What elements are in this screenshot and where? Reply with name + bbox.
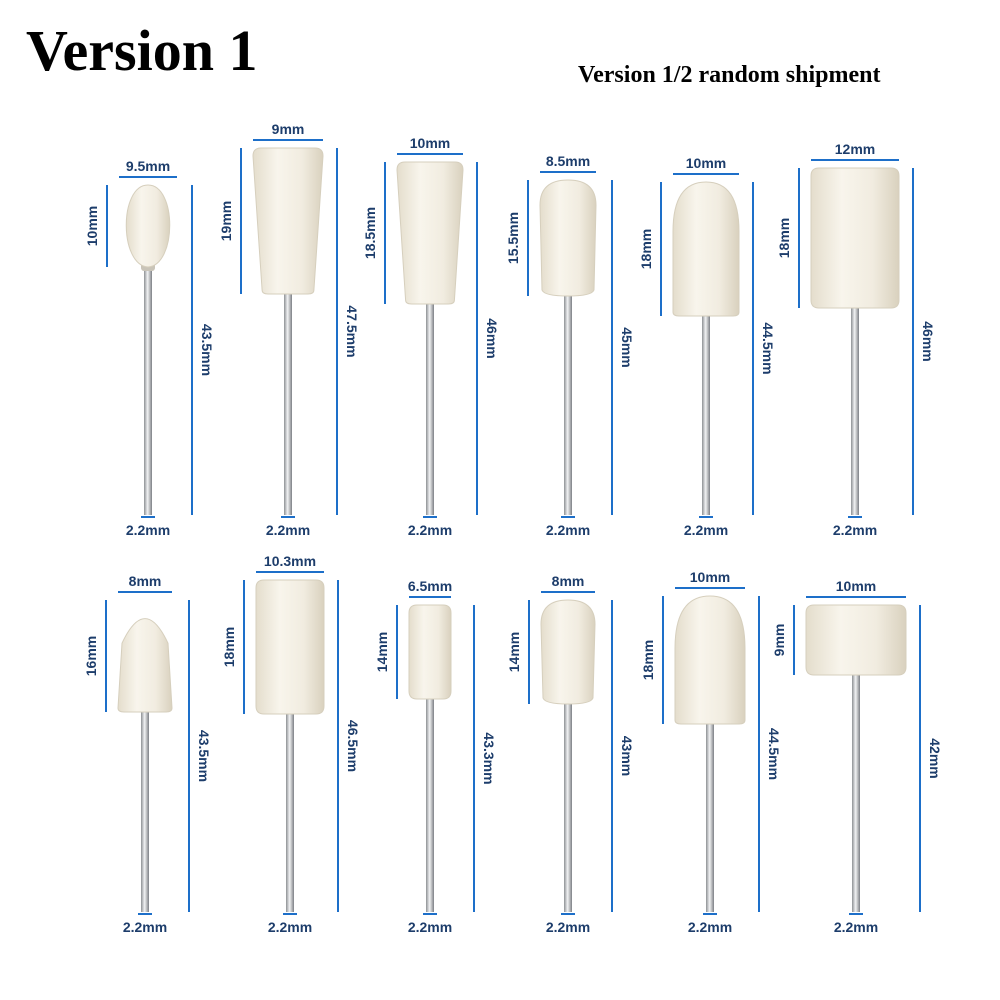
width-label: 9.5mm xyxy=(126,158,170,174)
width-label: 12mm xyxy=(835,141,875,157)
polishing-bit: 8mm 14mm 43mm 2.2mm xyxy=(506,573,635,935)
polishing-bit: 9.5mm 10mm 43.5mm 2.2mm xyxy=(84,158,215,538)
total-length-label: 43.5mm xyxy=(196,730,212,782)
head-height-label: 15.5mm xyxy=(505,212,521,264)
felt-head xyxy=(117,618,173,713)
felt-head xyxy=(252,147,324,295)
total-length-label: 46.5mm xyxy=(345,720,361,772)
shank-diameter-label: 2.2mm xyxy=(123,919,167,935)
polishing-bit: 10mm 9mm 42mm 2.2mm xyxy=(771,578,943,935)
shank-diameter-label: 2.2mm xyxy=(408,919,452,935)
felt-head xyxy=(539,179,597,297)
width-label: 10mm xyxy=(410,135,450,151)
total-length-label: 46mm xyxy=(920,321,936,361)
shank-diameter-label: 2.2mm xyxy=(266,522,310,538)
felt-head xyxy=(255,579,325,715)
felt-head xyxy=(672,181,740,317)
head-height-label: 18mm xyxy=(638,229,654,269)
felt-head xyxy=(396,161,464,305)
shank xyxy=(144,265,152,515)
polishing-bit: 8mm 16mm 43.5mm 2.2mm xyxy=(83,573,212,935)
width-label: 8.5mm xyxy=(546,153,590,169)
total-length-label: 44.5mm xyxy=(760,322,776,374)
total-length-label: 43mm xyxy=(619,736,635,776)
shank xyxy=(564,702,572,912)
shank-diameter-label: 2.2mm xyxy=(546,919,590,935)
width-label: 8mm xyxy=(129,573,162,589)
shank xyxy=(851,306,859,515)
shank-diameter-label: 2.2mm xyxy=(126,522,170,538)
head-height-label: 18mm xyxy=(221,627,237,667)
head-height-label: 14mm xyxy=(506,632,522,672)
head-height-label: 18.5mm xyxy=(362,207,378,259)
width-label: 10mm xyxy=(690,569,730,585)
shank xyxy=(702,314,710,515)
head-height-label: 14mm xyxy=(374,632,390,672)
total-length-label: 42mm xyxy=(927,738,943,778)
width-label: 9mm xyxy=(272,121,305,137)
width-label: 10mm xyxy=(686,155,726,171)
total-length-label: 43.5mm xyxy=(199,324,215,376)
head-height-label: 19mm xyxy=(218,201,234,241)
polishing-bit: 10mm 18mm 44.5mm 2.2mm xyxy=(638,155,776,538)
polishing-bit: 10mm 18mm 44.5mm 2.2mm xyxy=(640,569,782,935)
total-length-label: 47.5mm xyxy=(344,305,360,357)
width-label: 8mm xyxy=(552,573,585,589)
shank-diameter-label: 2.2mm xyxy=(688,919,732,935)
shank xyxy=(286,712,294,912)
shank xyxy=(852,673,860,912)
felt-head xyxy=(125,184,171,268)
felt-head xyxy=(810,167,900,309)
shank-diameter-label: 2.2mm xyxy=(834,919,878,935)
shank xyxy=(141,710,149,912)
polishing-bit: 6.5mm 14mm 43.3mm 2.2mm xyxy=(374,578,497,935)
shank xyxy=(284,292,292,515)
polishing-bit: 8.5mm 15.5mm 45mm 2.2mm xyxy=(505,153,635,538)
felt-head xyxy=(805,604,907,676)
head-height-label: 18mm xyxy=(640,640,656,680)
polishing-bit: 10.3mm 18mm 46.5mm 2.2mm xyxy=(221,553,361,935)
head-height-label: 10mm xyxy=(84,206,100,246)
felt-head xyxy=(674,595,746,725)
polishing-bit: 9mm 19mm 47.5mm 2.2mm xyxy=(218,121,360,538)
total-length-label: 46mm xyxy=(484,318,500,358)
page-title: Version 1 xyxy=(26,18,258,83)
shank xyxy=(426,697,434,912)
width-label: 10mm xyxy=(836,578,876,594)
shank xyxy=(706,722,714,912)
head-height-label: 16mm xyxy=(83,636,99,676)
shank xyxy=(426,302,434,515)
shank-diameter-label: 2.2mm xyxy=(833,522,877,538)
shank-diameter-label: 2.2mm xyxy=(408,522,452,538)
total-length-label: 45mm xyxy=(619,327,635,367)
width-label: 6.5mm xyxy=(408,578,452,594)
width-label: 10.3mm xyxy=(264,553,316,569)
shank-diameter-label: 2.2mm xyxy=(546,522,590,538)
shipment-note: Version 1/2 random shipment xyxy=(578,62,881,88)
polishing-bit: 10mm 18.5mm 46mm 2.2mm xyxy=(362,135,500,538)
head-height-label: 9mm xyxy=(771,624,787,657)
felt-head xyxy=(408,604,452,700)
shank xyxy=(564,294,572,515)
shank-diameter-label: 2.2mm xyxy=(684,522,728,538)
head-height-label: 18mm xyxy=(776,218,792,258)
felt-head xyxy=(540,599,596,705)
total-length-label: 43.3mm xyxy=(481,732,497,784)
shank-diameter-label: 2.2mm xyxy=(268,919,312,935)
polishing-bit: 12mm 18mm 46mm 2.2mm xyxy=(776,141,936,538)
total-length-label: 44.5mm xyxy=(766,728,782,780)
